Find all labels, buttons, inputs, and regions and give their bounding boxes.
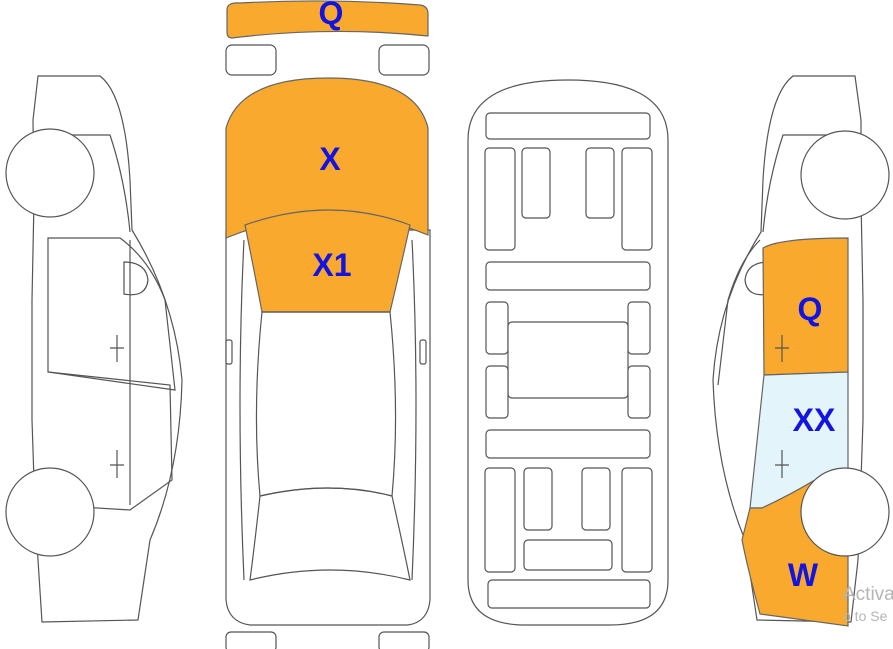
left-mirror-top [225,339,233,365]
underbody-left-sill-1 [485,301,509,355]
right-rear-door-label: XX [793,402,836,438]
underbody-front-left-rail [484,147,516,251]
right-headlight [378,44,430,76]
right-side-mirror [744,261,770,296]
right-front-door-label: Q [798,291,823,327]
left-taillight [225,631,277,649]
right-side-rear-wheel [800,467,890,557]
windshield-panel [244,209,411,313]
underbody-rear-inner-right [581,467,611,531]
right-side-rear-handle [775,450,789,478]
damage-labels: Q X X1 Q XX W [312,0,836,593]
underbody-view [467,79,669,626]
underbody-right-sill-1 [627,301,651,355]
right-side-roof-line [762,134,861,233]
front-bumper-panel [226,0,429,39]
windshield-label: X1 [312,247,351,283]
right-taillight [378,631,430,649]
left-side-door-line [47,371,173,511]
underbody-front-inner-left [521,147,551,219]
right-side-window-line [717,239,761,386]
underbody-rear-left-rail [484,467,516,573]
underbody-crossmember-2 [485,429,651,459]
left-side-rear-wheel [5,128,95,218]
underbody-left-sill-2 [485,365,509,419]
left-side-front-wheel [5,467,95,557]
left-side-front-handle [110,335,124,362]
right-mirror-top [419,339,427,365]
top-view-body-outline [225,229,431,626]
watermark-line-1: Activa [843,584,893,605]
rear-window [249,487,411,581]
activation-watermark: Activa o to Se [843,584,893,624]
hood-label: X [319,141,341,177]
front-bumper-label: Q [319,0,344,31]
right-front-door-panel [762,237,849,376]
right-side-front-handle [775,335,789,362]
left-side-mirror [123,261,149,296]
underbody-rear-right-rail [621,467,653,573]
right-rear-quarter-label: W [788,557,819,593]
watermark-line-2: o to Se [843,608,888,624]
underbody-crossmember-1 [485,261,651,291]
right-side-windows [411,239,417,581]
underbody-rear-box [523,539,613,571]
left-side-view [5,75,183,623]
right-side-front-wheel [800,130,890,220]
underbody-center-tunnel [507,321,629,399]
underbody-right-sill-2 [627,365,651,419]
left-headlight [225,44,277,76]
underbody-rear-bar [487,579,651,609]
underbody-front-bar [485,112,651,140]
underbody-front-inner-right [585,147,615,219]
underbody-rear-inner-left [523,467,553,531]
right-side-view [712,75,890,627]
left-side-windows [239,239,245,581]
left-side-rear-handle [110,450,124,478]
left-side-window-line [47,237,176,391]
left-side-roof-line [33,134,131,233]
top-view [225,0,431,649]
underbody-front-right-rail [621,147,653,251]
